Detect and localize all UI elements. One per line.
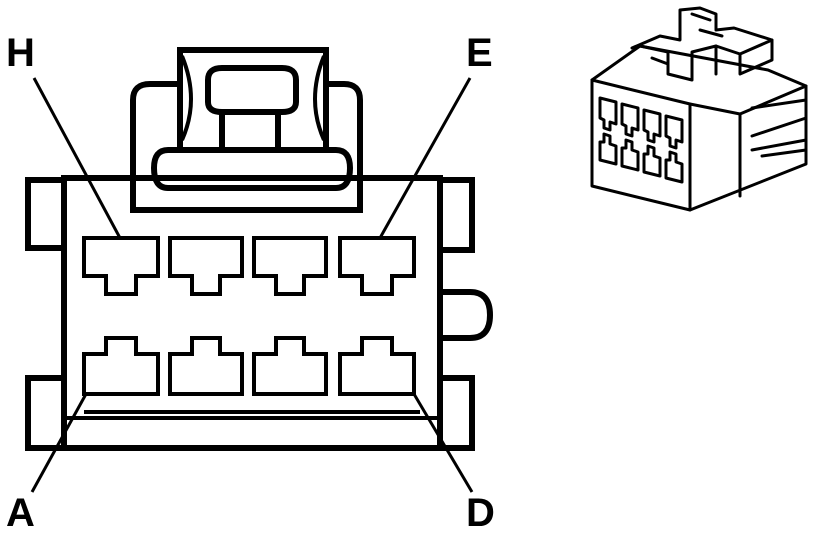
- pin-label-a: A: [6, 491, 35, 534]
- latch-slope-right: [313, 55, 326, 141]
- iso-cavity-bottom-2: [620, 138, 640, 172]
- right-side-tab: [440, 289, 494, 341]
- cavity-g: [168, 236, 244, 296]
- connector-isometric-view: [590, 6, 808, 212]
- cavity-h: [82, 236, 160, 296]
- pin-label-h: H: [6, 31, 35, 75]
- leader-line-h: [32, 77, 122, 239]
- iso-cavity-top-2: [620, 102, 640, 138]
- pin-label-e: E: [466, 31, 493, 75]
- iso-cavity-bottom-4: [664, 150, 684, 184]
- right-bottom-rib: [440, 375, 475, 451]
- iso-cavity-top-3: [642, 108, 662, 144]
- bottom-row-cavities: [82, 336, 416, 396]
- leader-line-d: [412, 393, 474, 493]
- cavity-e: [338, 236, 416, 296]
- cavity-d: [338, 336, 416, 396]
- iso-top-face: [590, 44, 808, 116]
- iso-latch-detail: [650, 12, 774, 76]
- connector-front-view: H E A D: [6, 31, 495, 534]
- pin-label-d: D: [466, 491, 495, 534]
- leader-line-a: [30, 393, 88, 493]
- iso-latch: [630, 6, 774, 82]
- connector-body: [61, 175, 443, 451]
- left-bottom-rib: [25, 375, 64, 451]
- iso-cavity-top-4: [664, 114, 684, 150]
- latch-slope-left: [180, 55, 193, 141]
- cavity-c: [252, 336, 328, 396]
- iso-cavity-top-1: [598, 96, 618, 132]
- cavity-b: [168, 336, 244, 396]
- iso-cavity-bottom-3: [642, 144, 662, 178]
- leader-line-e: [378, 77, 472, 239]
- right-top-rib: [440, 177, 475, 253]
- iso-side-ribs: [738, 98, 808, 198]
- left-top-rib: [25, 177, 64, 251]
- top-row-cavities: [82, 236, 416, 296]
- cavity-a: [82, 336, 160, 396]
- latch-window: [205, 65, 299, 115]
- iso-cavity-bottom-1: [598, 132, 618, 166]
- latch-neck: [219, 112, 281, 150]
- iso-side-face: [688, 84, 808, 212]
- latch-frame: [177, 50, 329, 150]
- cavity-f: [252, 236, 328, 296]
- latch-bar: [150, 147, 354, 191]
